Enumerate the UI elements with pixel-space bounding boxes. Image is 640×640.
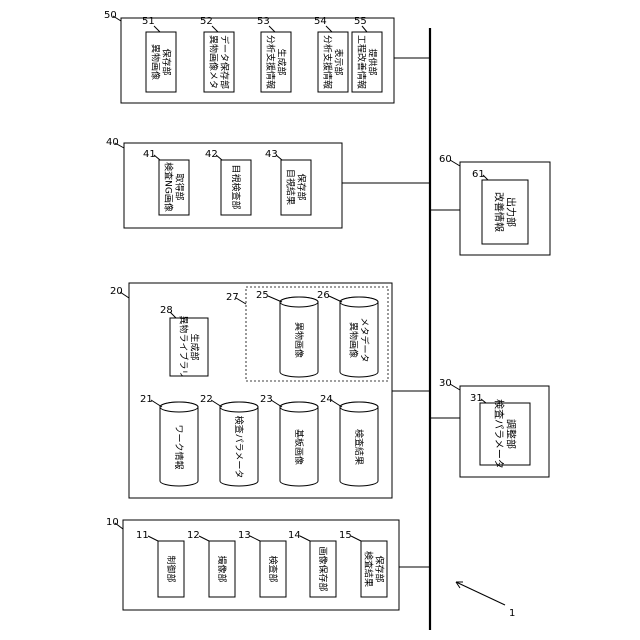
group-10: 10	[106, 517, 399, 610]
component-42-label-line-1: 目視検査部	[230, 164, 242, 209]
component-51-label: 異物画像保存部	[149, 44, 172, 80]
group-60-ref: 60	[439, 154, 452, 165]
component-11-label-line-1: 制御部	[165, 555, 177, 582]
component-14-ref: 14	[288, 530, 301, 541]
component-28-ref: 28	[160, 305, 173, 316]
component-24-ref: 24	[320, 394, 333, 405]
component-52-label: 異物画像メタデータ保存部	[207, 35, 230, 89]
component-21-ref: 21	[140, 394, 153, 405]
group-20-ref: 20	[110, 286, 123, 297]
component-42-label: 目視検査部	[230, 164, 242, 209]
system-ref-number: 1	[509, 608, 515, 619]
component-53-ref: 53	[257, 16, 270, 27]
component-52-label-line-2: データ保存部	[218, 35, 230, 89]
component-51-label-line-1: 異物画像	[149, 44, 161, 80]
component-25-ref: 25	[256, 290, 269, 301]
component-61-label-line-2: 出力部	[505, 197, 518, 227]
component-25-label: 異物画像	[293, 322, 305, 358]
component-15-label-line-1: 検査結果	[362, 551, 374, 587]
component-55-ref: 55	[354, 16, 367, 27]
component-23-label: 基板画像	[293, 429, 305, 465]
component-43-label-line-2: 保存部	[295, 173, 307, 200]
component-41-ref: 41	[143, 149, 156, 160]
group-40-ref: 40	[106, 137, 119, 148]
component-52-label-line-1: 異物画像メタ	[207, 35, 219, 89]
component-55-label-line-1: 工程改善情報	[355, 35, 367, 89]
component-43-label-line-1: 目視結果	[284, 169, 296, 205]
component-26-label-line-1: 異物画像	[347, 322, 359, 358]
component-12-label: 撮像部	[216, 555, 228, 582]
group-40: 40	[106, 137, 342, 228]
component-55-label-line-2: 提供部	[366, 48, 378, 75]
component-53-label-line-2: 生成部	[275, 48, 287, 75]
component-31-label-line-1: 検査パラメータ	[493, 399, 506, 469]
component-22-label-line-1: 検査パラメータ	[233, 416, 245, 479]
component-23-ref: 23	[260, 394, 273, 405]
component-21-label: ワーク情報	[173, 424, 185, 469]
system-ref-arrow: 1	[456, 582, 515, 619]
component-14-label: 画像保存部	[317, 546, 329, 591]
component-61-ref: 61	[472, 169, 485, 180]
component-61-label: 改善情報出力部	[493, 192, 518, 232]
component-22-ref: 22	[200, 394, 213, 405]
component-43-label: 目視結果保存部	[284, 169, 307, 205]
library-sub-ref: 27	[226, 292, 239, 303]
component-15-label-line-2: 保存部	[373, 555, 385, 582]
component-31-label-line-2: 調整部	[505, 419, 518, 449]
component-13-label-line-1: 検査部	[267, 555, 279, 582]
group-50-ref: 50	[104, 10, 117, 21]
component-22-label: 検査パラメータ	[233, 416, 245, 479]
component-25-label-line-1: 異物画像	[293, 322, 305, 358]
component-51-label-line-2: 保存部	[160, 48, 172, 75]
component-12-label-line-1: 撮像部	[216, 555, 228, 582]
component-42-ref: 42	[205, 149, 218, 160]
component-41-label-line-1: 検査NG画像	[162, 162, 174, 212]
group-10-ref: 10	[106, 517, 119, 528]
component-26-ref: 26	[317, 290, 330, 301]
component-14-label-line-1: 画像保存部	[317, 546, 329, 591]
component-43-ref: 43	[265, 149, 278, 160]
component-28-label-line-1: 異物ライブラリ	[177, 315, 189, 378]
group-30-ref: 30	[439, 378, 452, 389]
component-13-label: 検査部	[267, 555, 279, 582]
component-41-label-line-2: 取得部	[173, 173, 185, 200]
component-15-label: 検査結果保存部	[362, 551, 385, 587]
component-23-label-line-1: 基板画像	[293, 429, 305, 465]
component-26-label-line-2: メタデータ	[358, 317, 370, 362]
component-53-label-line-1: 分析支援情報	[264, 35, 276, 89]
component-24-label-line-1: 検査結果	[353, 429, 365, 465]
component-28-label-line-2: 生成部	[188, 333, 200, 360]
component-24-label: 検査結果	[353, 429, 365, 465]
component-54-ref: 54	[314, 16, 327, 27]
component-11-label: 制御部	[165, 555, 177, 582]
component-31-ref: 31	[470, 393, 483, 404]
component-13-ref: 13	[238, 530, 251, 541]
component-15-ref: 15	[339, 530, 352, 541]
component-61-label-line-1: 改善情報	[493, 192, 506, 232]
component-51-ref: 51	[142, 16, 155, 27]
component-21-label-line-1: ワーク情報	[173, 424, 185, 469]
component-12-ref: 12	[187, 530, 200, 541]
component-54-label-line-1: 分析支援情報	[321, 35, 333, 89]
component-52-ref: 52	[200, 16, 213, 27]
component-54-label-line-2: 表示部	[332, 48, 344, 75]
component-26-label: 異物画像メタデータ	[347, 317, 370, 362]
component-11-ref: 11	[136, 530, 149, 541]
